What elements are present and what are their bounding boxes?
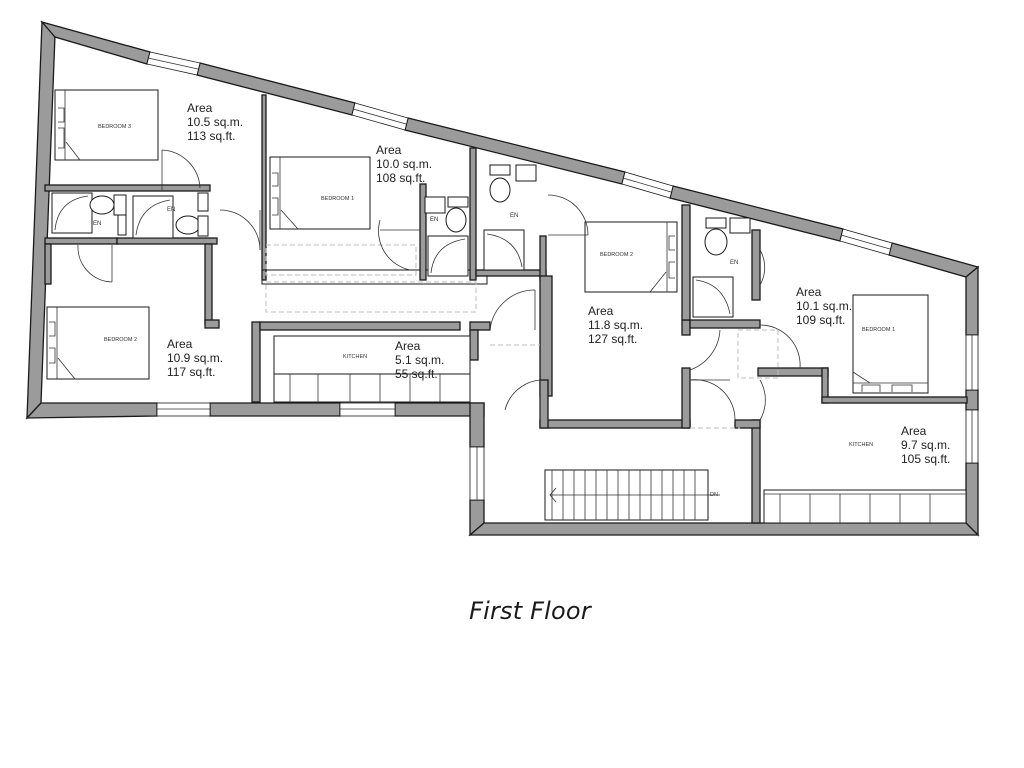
area-sqft: 105 sq.ft. <box>901 452 950 466</box>
right-wall <box>965 265 979 336</box>
area-sqm: 10.5 sq.m. <box>187 115 243 129</box>
area-heading: Area <box>588 304 614 318</box>
area-heading: Area <box>901 424 927 438</box>
top-wall-seg-3 <box>404 117 626 185</box>
room-label-bedroom-3: BEDROOM 3 <box>98 124 131 130</box>
circulation-lines <box>265 244 779 429</box>
windows <box>146 51 979 501</box>
area-bedroom-3: Area 10.5 sq.m. 113 sq.ft. <box>187 101 243 143</box>
ensuite-label-2: EN <box>167 207 175 213</box>
floor-title: First Floor <box>469 597 591 625</box>
area-kitchen-large: Area 9.7 sq.m. 105 sq.ft. <box>901 424 950 466</box>
room-label-bedroom-1-left: BEDROOM 1 <box>321 196 354 202</box>
area-annotations: Area 10.5 sq.m. 113 sq.ft. Area 10.0 sq.… <box>167 101 950 466</box>
area-heading: Area <box>167 337 193 351</box>
area-kitchen-small: Area 5.1 sq.m. 55 sq.ft. <box>395 339 444 381</box>
area-heading: Area <box>376 143 402 157</box>
room-label-kitchen-large: KITCHEN <box>849 442 873 448</box>
door-swings <box>77 149 801 421</box>
top-wall-seg-1 <box>40 20 151 65</box>
beds <box>46 89 929 394</box>
area-sqm: 10.9 sq.m. <box>167 351 223 365</box>
area-sqft: 113 sq.ft. <box>187 129 235 143</box>
area-sqm: 9.7 sq.m. <box>901 438 950 452</box>
area-bedroom-1-left: Area 10.0 sq.m. 108 sq.ft. <box>376 143 432 185</box>
top-wall-seg-2 <box>196 62 356 116</box>
ensuite-label-4: EN <box>510 213 518 219</box>
room-label-bedroom-1-right: BEDROOM 1 <box>862 327 895 333</box>
bottom-wall-mid <box>209 402 341 417</box>
outer-walls <box>25 20 980 537</box>
area-sqft: 127 sq.ft. <box>588 332 637 346</box>
area-sqft: 55 sq.ft. <box>395 367 438 381</box>
area-bedroom-2-left: Area 10.9 sq.m. 117 sq.ft. <box>167 337 223 379</box>
ensuite-label-5: EN <box>730 260 738 266</box>
room-label-kitchen-small: KITCHEN <box>343 354 367 360</box>
ensuite-label-1: EN <box>93 221 101 227</box>
area-sqm: 10.1 sq.m. <box>796 299 852 313</box>
area-bedroom-1-right: Area 10.1 sq.m. 109 sq.ft. <box>796 285 852 327</box>
area-sqm: 10.0 sq.m. <box>376 157 432 171</box>
area-sqm: 11.8 sq.m. <box>588 318 643 332</box>
room-labels: BEDROOM 3 BEDROOM 1 BEDROOM 2 KITCHEN BE… <box>93 124 895 448</box>
area-sqft: 117 sq.ft. <box>167 365 215 379</box>
right-wall-2 <box>965 389 979 411</box>
bathroom-fixtures <box>51 164 751 318</box>
area-bedroom-2-mid: Area 11.8 sq.m. 127 sq.ft. <box>588 304 643 346</box>
stair-left-wall <box>469 402 485 448</box>
room-label-bedroom-2-left: BEDROOM 2 <box>104 337 137 343</box>
area-heading: Area <box>796 285 822 299</box>
area-sqm: 5.1 sq.m. <box>395 353 444 367</box>
bottom-wall-long <box>468 522 980 536</box>
area-heading: Area <box>187 101 213 115</box>
interior-walls <box>44 94 968 524</box>
room-label-bedroom-2-mid: BEDROOM 2 <box>600 252 633 258</box>
ensuite-label-3: EN <box>430 217 438 223</box>
kitchen-counters <box>273 335 967 524</box>
top-wall-seg-5 <box>888 242 980 278</box>
area-sqft: 109 sq.ft. <box>796 313 845 327</box>
area-heading: Area <box>395 339 421 353</box>
bottom-wall-left <box>25 402 158 419</box>
staircase: DN <box>544 469 720 521</box>
stairs-label: DN <box>710 492 718 498</box>
area-sqft: 108 sq.ft. <box>376 171 425 185</box>
